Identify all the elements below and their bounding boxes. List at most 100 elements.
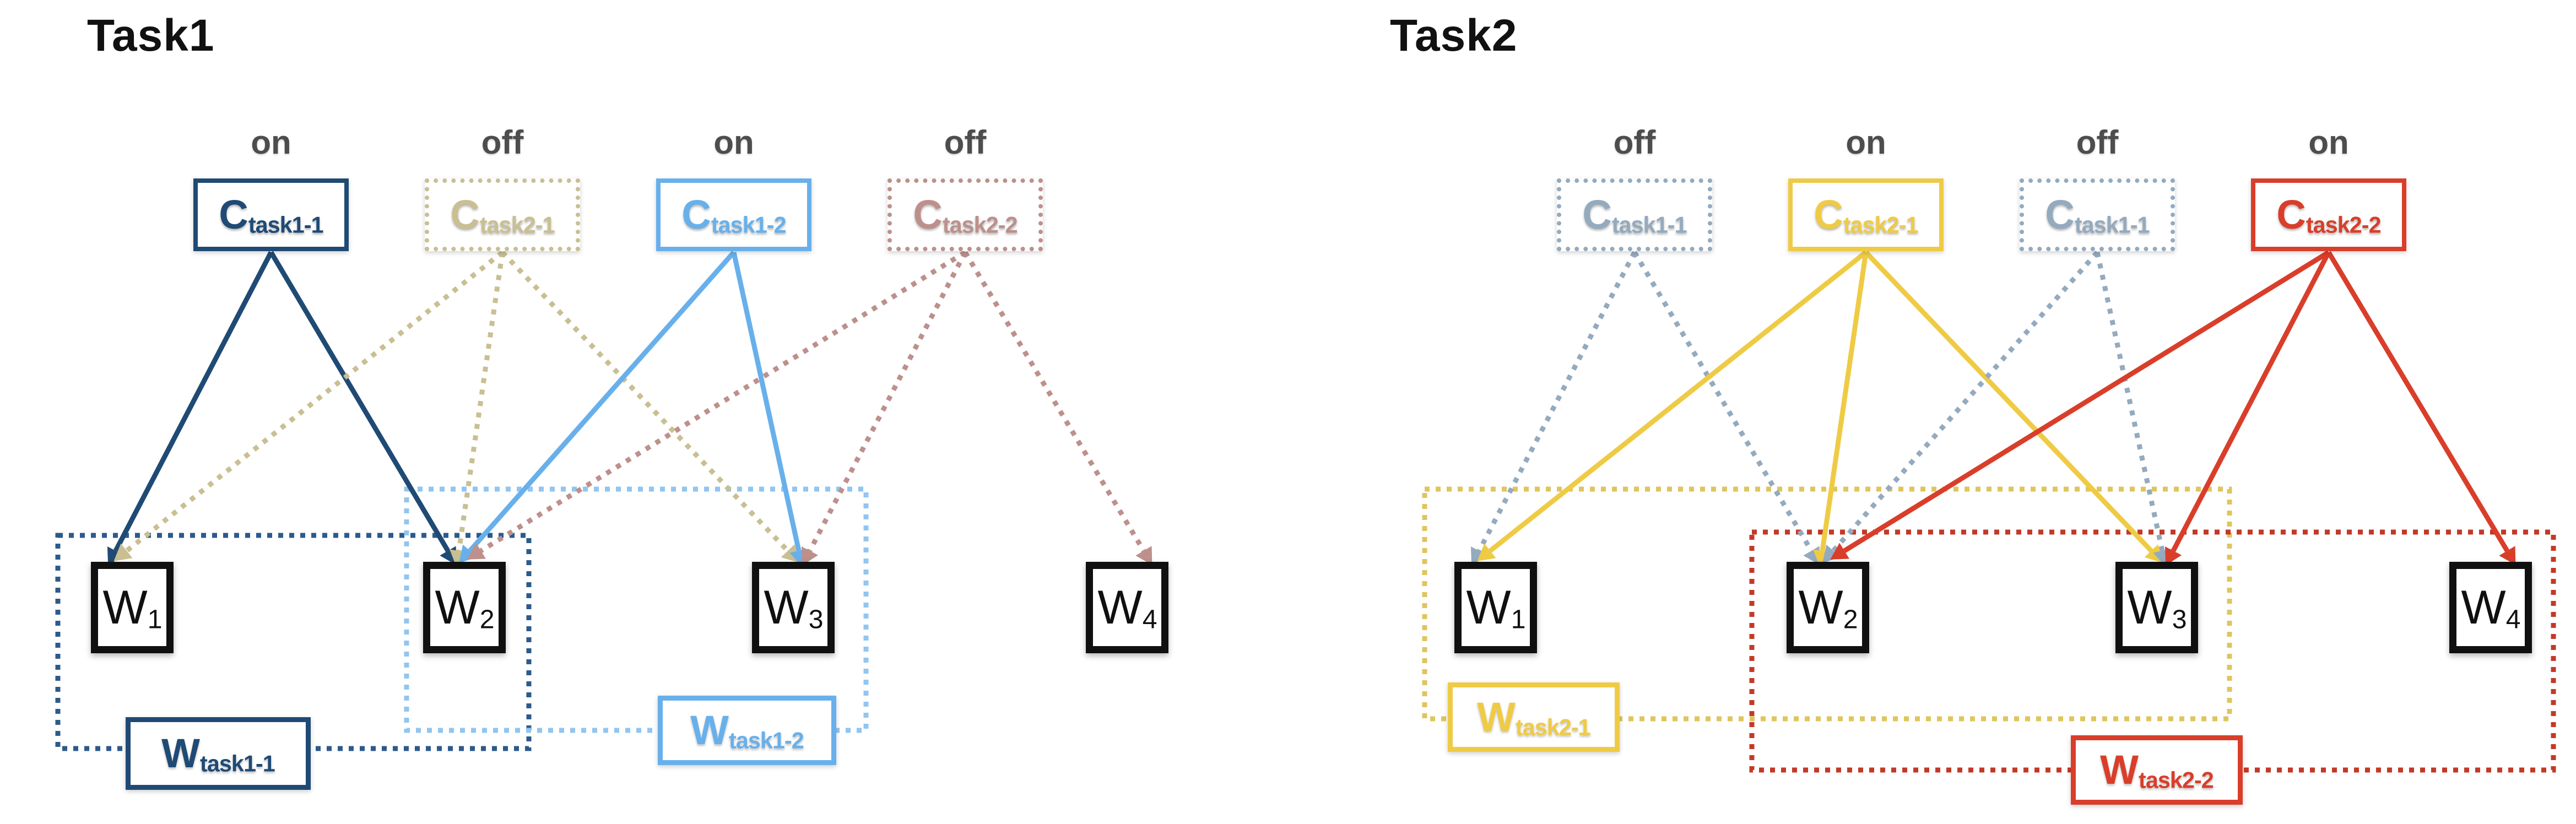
edge-line — [2171, 251, 2331, 552]
arrowhead — [113, 543, 133, 561]
label-subscript: task1-1 — [200, 750, 275, 777]
node-label: W1 — [102, 581, 163, 635]
controller-node: Ctask1-2 — [656, 178, 811, 251]
arrowhead — [467, 543, 486, 560]
node-label: W2 — [435, 581, 495, 635]
worker-node: W3 — [2115, 562, 2198, 653]
worker-node: W1 — [1454, 562, 1537, 653]
label-subscript: task1-1 — [2074, 212, 2150, 238]
controller-state-label: off — [944, 124, 987, 161]
controller-state-label: on — [1846, 124, 1886, 161]
label-main: C — [1582, 192, 1612, 238]
controller-node: Ctask2-2 — [2251, 178, 2406, 251]
edge-line — [1489, 250, 1868, 553]
worker-group-outline — [1749, 529, 2556, 773]
node-label: Ctask2-2 — [2276, 191, 2382, 238]
edge-line — [479, 250, 967, 553]
label-main: W — [1466, 581, 1511, 634]
controller-state-label: on — [2308, 124, 2349, 161]
arrowhead — [2164, 546, 2182, 566]
controller-node: Ctask2-1 — [1788, 178, 1944, 251]
label-main: W — [2100, 747, 2139, 793]
label-main: W — [1477, 694, 1516, 740]
node-label: W3 — [2128, 581, 2187, 635]
label-main: C — [2045, 192, 2075, 238]
controller-node: Ctask1-1 — [193, 178, 349, 251]
task-title: Task2 — [1390, 10, 1518, 61]
label-main: W — [1798, 581, 1843, 634]
label-main: W — [764, 581, 809, 634]
controller-node: Ctask1-1 — [2020, 178, 2175, 251]
node-label: W3 — [764, 581, 824, 635]
edges-layer — [1422, 250, 2556, 773]
edge-line — [456, 252, 505, 551]
edge-line — [963, 251, 1146, 552]
label-subscript: task2-1 — [479, 212, 555, 238]
worker-group-label: Wtask1-1 — [126, 717, 311, 790]
label-main: W — [1097, 581, 1143, 634]
node-label: Wtask2-1 — [1477, 693, 1591, 740]
label-subscript: task2-2 — [2306, 212, 2382, 238]
edge-line — [2095, 252, 2165, 551]
label-subscript: task1-1 — [1611, 212, 1687, 238]
worker-group-label: Wtask2-2 — [2071, 735, 2243, 805]
edges-layer — [55, 250, 1152, 751]
controller-state-label: on — [251, 124, 291, 161]
label-subscript: 1 — [1511, 604, 1526, 635]
controller-state-label: off — [1613, 124, 1656, 161]
label-main: W — [102, 581, 148, 634]
arrowhead — [1830, 543, 1849, 560]
worker-group-outline — [404, 486, 869, 733]
arrowhead — [801, 546, 819, 566]
worker-group-outline — [1422, 486, 2232, 722]
arrowhead — [1135, 546, 1152, 565]
node-label: Ctask1-1 — [1582, 191, 1687, 238]
controller-state-label: off — [481, 124, 524, 161]
worker-node: W4 — [2449, 562, 2532, 653]
label-subscript: task1-2 — [729, 727, 804, 753]
node-label: Ctask1-1 — [219, 191, 323, 238]
controller-node: Ctask2-1 — [425, 178, 580, 251]
edge-line — [1864, 250, 2153, 553]
label-main: W — [2461, 581, 2506, 634]
node-label: W4 — [2461, 581, 2521, 635]
edge-line — [269, 251, 450, 552]
label-subscript: 1 — [147, 604, 163, 635]
worker-node: W4 — [1086, 562, 1168, 653]
worker-node: W2 — [423, 562, 506, 653]
label-subscript: task1-1 — [248, 212, 324, 238]
label-subscript: 3 — [2172, 604, 2187, 635]
edge-line — [2326, 251, 2509, 552]
node-label: Wtask1-1 — [161, 730, 275, 777]
label-main: C — [219, 192, 248, 238]
label-main: C — [450, 192, 480, 238]
edge-line — [1820, 252, 1869, 551]
label-subscript: 3 — [808, 604, 824, 635]
edge-line — [113, 251, 273, 552]
node-label: Ctask1-1 — [2045, 191, 2150, 238]
worker-node: W3 — [752, 562, 835, 653]
label-main: C — [1814, 192, 1843, 238]
label-subscript: task2-1 — [1843, 212, 1919, 238]
node-label: Ctask2-2 — [913, 191, 1018, 238]
worker-node: W1 — [91, 562, 174, 653]
node-label: Ctask2-1 — [450, 191, 555, 238]
arrowhead — [107, 546, 125, 566]
edge-line — [808, 251, 967, 552]
worker-group-outline — [55, 533, 532, 751]
label-main: C — [913, 192, 943, 238]
node-label: Ctask2-1 — [1814, 191, 1918, 238]
label-subscript: task2-1 — [1516, 714, 1591, 740]
label-main: W — [2127, 581, 2172, 634]
node-label: W2 — [1799, 581, 1858, 635]
controller-state-label: off — [2076, 124, 2119, 161]
task-title: Task1 — [87, 10, 215, 61]
label-subscript: task2-2 — [2139, 767, 2214, 793]
arrowhead — [1470, 546, 1488, 566]
label-subscript: 2 — [479, 604, 495, 635]
